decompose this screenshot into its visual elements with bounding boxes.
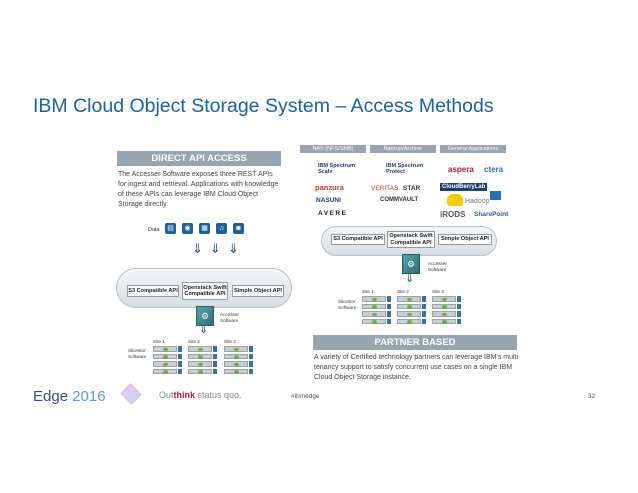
logo-ctera: ctera bbox=[484, 165, 504, 174]
data-label: Data bbox=[148, 227, 160, 233]
edge-label: Edge bbox=[33, 388, 69, 405]
logo-irods: iRODS bbox=[440, 210, 466, 219]
sme-icon bbox=[490, 191, 501, 200]
site-label: Site 1 bbox=[153, 339, 165, 344]
down-arrow-icon: ⇓ bbox=[405, 273, 415, 285]
cube-logo-icon bbox=[120, 383, 142, 405]
gear-icon: ⚙ bbox=[406, 259, 416, 269]
partner-swift-api: Openstack Swift Compatible API bbox=[387, 231, 435, 248]
ingest-arrows: ⇓ ⇓ ⇓ bbox=[192, 241, 239, 256]
partner-site-1-servers bbox=[362, 296, 391, 326]
partner-based-header: PARTNER BASED bbox=[313, 335, 517, 350]
data-icons: ▤ ◉ ▦ ♫ ◙ bbox=[165, 223, 244, 234]
partner-accesser-label: Accesser Software bbox=[428, 261, 447, 272]
direct-accesser-node: ⚙ bbox=[196, 306, 214, 326]
tagline: Outthink status quo. bbox=[159, 390, 242, 400]
partner-s3-api: S3 Compatible API bbox=[331, 234, 385, 245]
tagline-highlight: think bbox=[173, 390, 196, 400]
site-label: Site 3 bbox=[432, 289, 444, 294]
direct-api-header: DIRECT API ACCESS bbox=[117, 151, 281, 166]
logo-commvault: COMMVAULT bbox=[380, 197, 419, 203]
logo-veritas: VERITAS bbox=[371, 185, 399, 192]
direct-swift-api: Openstack Swift Compatible API bbox=[182, 282, 228, 300]
direct-site-2-servers bbox=[188, 346, 217, 376]
down-arrow-icon: ⇓ bbox=[192, 241, 203, 256]
partner-simple-api: Simple Object API bbox=[438, 234, 492, 245]
category-nas: NAS (NFS/SMB) bbox=[300, 145, 366, 153]
hashtag: #ibmedge bbox=[291, 393, 320, 400]
site-label: Site 2 bbox=[397, 289, 409, 294]
logo-cloudberrylab: CloudBerryLab bbox=[440, 183, 488, 191]
logo-panzura: panzura bbox=[315, 183, 344, 192]
logo-star: STAR bbox=[403, 185, 421, 192]
direct-site-3-servers bbox=[224, 346, 253, 376]
logo-ibm-spectrum-scale: IBM Spectrum Scale bbox=[318, 163, 355, 175]
logo-hadoop: Hadoop bbox=[465, 198, 490, 205]
logo-ibm-spectrum-protect: IBM Spectrum Protect bbox=[386, 163, 423, 175]
site-label: Site 2 bbox=[188, 339, 200, 344]
edge-logo: Edge 2016 bbox=[33, 388, 106, 405]
direct-api-description: The Accesser Software exposes three REST… bbox=[118, 171, 279, 208]
partner-accesser-node: ⚙ bbox=[402, 254, 420, 274]
direct-slicestor-label: Slicestor Software bbox=[128, 348, 147, 359]
partner-based-description: A variety of Certified technology partne… bbox=[314, 354, 519, 381]
film-icon: ▦ bbox=[199, 223, 210, 234]
logo-aspera: aspera bbox=[448, 165, 474, 174]
tagline-suffix: status quo. bbox=[195, 390, 242, 400]
camera-icon: ◉ bbox=[182, 223, 193, 234]
camera-icon: ◙ bbox=[233, 223, 244, 234]
document-icon: ▤ bbox=[165, 223, 176, 234]
site-label: Site 3 bbox=[224, 339, 236, 344]
direct-s3-api: S3 Compatible API bbox=[127, 285, 179, 297]
site-label: Site 1 bbox=[362, 289, 374, 294]
music-icon: ♫ bbox=[216, 223, 227, 234]
logo-avere: AVERE bbox=[318, 210, 348, 217]
partner-slicestor-label: Slicestor Software bbox=[338, 299, 357, 310]
elephant-icon bbox=[447, 194, 463, 206]
down-arrow-icon: ⇓ bbox=[199, 324, 209, 336]
page-number: 32 bbox=[588, 393, 596, 400]
partner-site-3-servers bbox=[432, 296, 461, 326]
direct-simple-api: Simple Object API bbox=[232, 285, 284, 297]
direct-site-1-servers bbox=[153, 346, 182, 376]
direct-accesser-label: Accesser Software bbox=[220, 312, 239, 323]
logo-nasuni: NASUNI bbox=[316, 197, 341, 204]
partner-site-2-servers bbox=[397, 296, 426, 326]
edge-year: 2016 bbox=[72, 388, 106, 405]
category-general: General Applications bbox=[440, 145, 506, 153]
down-arrow-icon: ⇓ bbox=[227, 241, 239, 256]
slide-title: IBM Cloud Object Storage System – Access… bbox=[33, 95, 494, 117]
gear-icon: ⚙ bbox=[200, 311, 210, 321]
category-backup: Backup/Archive bbox=[370, 145, 436, 153]
tagline-prefix: Out bbox=[159, 390, 174, 400]
logo-sharepoint: SharePoint bbox=[474, 211, 509, 218]
down-arrow-icon: ⇓ bbox=[209, 241, 221, 256]
